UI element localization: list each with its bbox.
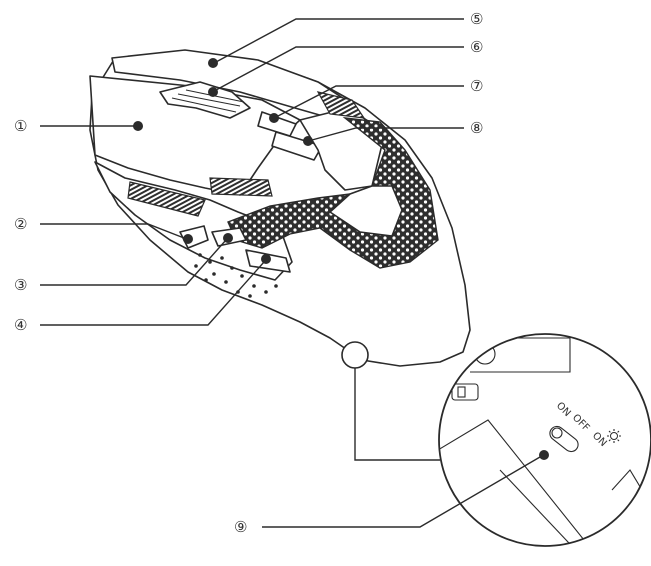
callout-3-label: ③ [14,276,27,294]
callout-1-dot [133,121,143,131]
callout-7-dot [269,113,279,123]
side-texture [194,253,278,298]
zoom-view: ON OFF ON [341,333,651,547]
callout-9-label: ⑨ [234,518,247,536]
callout-8-dot [303,136,313,146]
side-vent [127,181,206,217]
mouse-body [89,49,471,367]
callout-9-dot [539,450,549,460]
light-icon [607,429,621,443]
power-switch [549,425,579,453]
callout-5-label: ⑤ [470,10,483,28]
callout-2-label: ② [14,215,27,233]
callout-1-label: ① [14,117,27,135]
callout-2-dot [183,234,193,244]
callouts: ① ② ③ ④ ⑤ ⑥ ⑦ ⑧ ⑨ [14,10,549,536]
callout-6-label: ⑥ [470,38,483,56]
zoom-source-marker [341,341,369,369]
top-vent [316,91,366,119]
zoom-connector [354,368,440,461]
callout-5-dot [208,58,218,68]
callout-6-dot [208,87,218,97]
scroll-wheel [159,81,251,119]
callout-4-dot [261,254,271,264]
callout-3-dot [223,233,233,243]
power-switch-knob [551,427,563,439]
callout-4-label: ④ [14,316,27,334]
callout-7-label: ⑦ [470,77,483,95]
callout-8-label: ⑧ [470,119,483,137]
